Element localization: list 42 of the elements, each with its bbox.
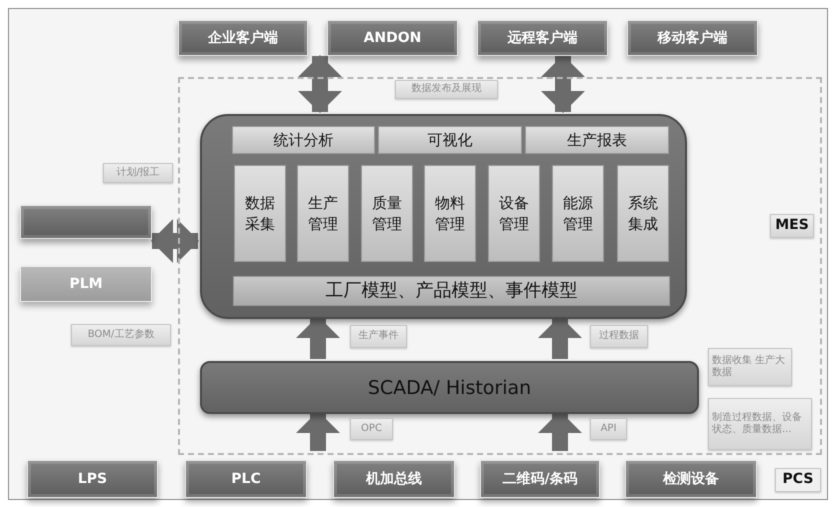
edge-label: 生产事件 <box>350 325 407 348</box>
module-box: 物料管理 <box>424 165 476 262</box>
module-box: 系统集成 <box>617 165 669 262</box>
block-arrow <box>541 55 585 113</box>
block-arrow <box>538 316 582 359</box>
block-arrow <box>151 219 199 263</box>
device-box: 检测设备 <box>625 460 757 498</box>
block-arrow <box>538 411 582 451</box>
system-box: PLM <box>20 266 152 302</box>
note-tag: BOM/工艺参数 <box>71 324 171 346</box>
client-box: 远程客户端 <box>477 20 608 56</box>
layer-label: PCS <box>775 468 821 492</box>
module-box: 质量管理 <box>361 165 413 262</box>
client-box: 移动客户端 <box>627 20 758 56</box>
block-arrow <box>296 316 340 359</box>
device-box: LPS <box>27 460 158 498</box>
function-bar: 生产报表 <box>525 126 669 154</box>
note-tag: 制造过程数据、设备状态、质量数据... <box>708 398 812 450</box>
block-arrow <box>298 55 342 113</box>
client-box: ANDON <box>327 20 458 56</box>
module-box: 生产管理 <box>297 165 349 262</box>
device-box: 机加总线 <box>333 460 455 498</box>
region-label: MES <box>770 214 814 238</box>
system-box <box>20 205 152 239</box>
note-tag: 数据发布及展现 <box>395 80 498 99</box>
edge-label: OPC <box>350 418 393 440</box>
module-container <box>200 114 687 319</box>
function-bar: 可视化 <box>378 126 522 154</box>
client-box: 企业客户端 <box>178 20 308 56</box>
note-tag: 计划/报工 <box>103 163 173 183</box>
function-bar: 统计分析 <box>232 126 375 154</box>
module-box: 设备管理 <box>488 165 540 262</box>
model-bar: 工厂模型、产品模型、事件模型 <box>233 276 670 306</box>
edge-label: 过程数据 <box>590 325 648 348</box>
edge-label: API <box>590 418 627 440</box>
device-box: 二维码/条码 <box>480 460 600 498</box>
block-arrow <box>296 411 340 451</box>
note-tag: 数据收集 生产大数据 <box>708 348 792 386</box>
data-layer-bar: SCADA/ Historian <box>200 361 699 414</box>
module-box: 能源管理 <box>552 165 604 262</box>
device-box: PLC <box>185 460 307 498</box>
module-box: 数据采集 <box>234 165 286 262</box>
